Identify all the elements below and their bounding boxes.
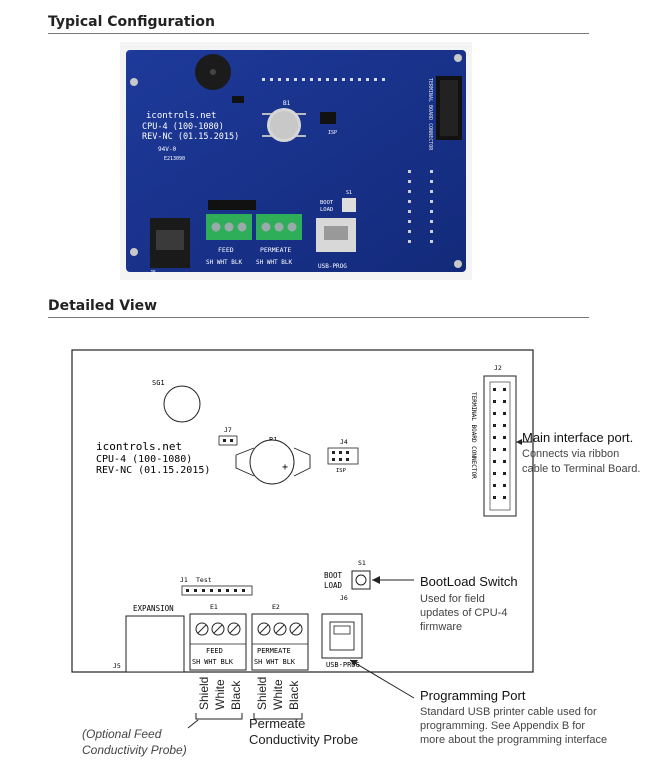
j6-label: J6 [340, 594, 348, 602]
photo-feed-wires: SH WHT BLK [206, 259, 243, 266]
feed-black-wire: Black [229, 680, 243, 710]
main-interface-title: Main interface port. [522, 430, 634, 445]
photo-rohs: 94V-0 [158, 146, 176, 153]
photo-model: CPU-4 (100-1080) [142, 122, 224, 132]
feed-label: FEED [206, 647, 223, 655]
permeate-bracket [253, 713, 303, 720]
bootload-body-2: updates of CPU-4 [420, 607, 508, 619]
s1-label: S1 [358, 559, 366, 567]
expansion-port [125, 615, 185, 673]
permeate-shield-wire: Shield [255, 677, 269, 710]
detailed-view-heading: Detailed View [48, 298, 158, 314]
board-model: CPU-4 (100-1080) [96, 454, 192, 465]
board-brand: icontrols.net [96, 440, 182, 453]
photo-permeate: PERMEATE [260, 246, 291, 254]
permeate-probe: Permeate Conductivity Probe [249, 716, 358, 748]
detailed-diagram: SG1 icontrols.net CPU-4 (100-1080) REV-N… [71, 349, 534, 729]
sg1-label: SG1 [152, 379, 165, 387]
bootload-switch [351, 570, 371, 590]
j1-test-header [181, 585, 253, 596]
sg1-buzzer [163, 385, 201, 423]
board-rev: REV-NC (01.15.2015) [96, 465, 210, 476]
j4-isp-header [327, 447, 359, 465]
photo-j5: J5 [150, 270, 156, 276]
programming-port-title: Programming Port [420, 688, 526, 703]
test-label: Test [196, 576, 212, 584]
permeate-probe-line-1: Permeate [249, 716, 306, 731]
j5-label: J5 [113, 662, 121, 670]
j7-header [218, 435, 238, 446]
photo-feed: FEED [218, 246, 234, 254]
battery-plus: + [282, 462, 288, 473]
feed-shield-wire: Shield [197, 677, 211, 710]
permeate-probe-line-2: Conductivity Probe [249, 732, 359, 747]
programming-port-leader [349, 659, 415, 699]
e1-label: E1 [210, 603, 218, 611]
photo-code: E213090 [164, 156, 185, 162]
board-photo: TERMINAL BOARD CONNECTOR icontrols.net C… [120, 42, 472, 280]
photo-permeate-wires: SH WHT BLK [256, 259, 293, 266]
optional-feed-probe-line-2: Conductivity Probe) [82, 743, 187, 757]
j4-label: J4 [340, 438, 348, 446]
feed-wires-label: SH WHT BLK [192, 658, 234, 666]
programming-port-body-3: more about the programming interface [420, 734, 608, 746]
photo-rev: REV-NC (01.15.2015) [142, 132, 239, 142]
photo-brand: icontrols.net [146, 111, 216, 121]
heading-rule-top [48, 33, 589, 34]
boot-label: BOOT [324, 571, 343, 580]
j1-label: J1 [180, 576, 188, 584]
main-interface-body-1: Connects via ribbon [522, 448, 620, 460]
e2-label: E2 [272, 603, 280, 611]
load-label: LOAD [324, 581, 343, 590]
feed-white-wire: White [213, 679, 227, 710]
photo-terminal-label: TERMINAL BOARD CONNECTOR [427, 78, 433, 151]
j2-label: J2 [494, 364, 502, 372]
photo-b1: B1 [283, 100, 291, 107]
permeate-wires-label: SH WHT BLK [254, 658, 296, 666]
optional-feed-probe-line-1: (Optional Feed [82, 727, 162, 741]
permeate-white-wire: White [271, 679, 285, 710]
photo-s1: S1 [346, 190, 352, 196]
programming-port-body-2: programming. See Appendix B for [420, 720, 586, 732]
programming-port-body-1: Standard USB printer cable used for [420, 706, 597, 718]
photo-boot: BOOT [320, 200, 334, 206]
b1-battery [249, 439, 295, 485]
feed-bracket [195, 713, 243, 720]
expansion-label: EXPANSION [133, 604, 174, 613]
isp-label: ISP [336, 468, 347, 474]
optional-feed-probe: (Optional Feed Conductivity Probe) [82, 726, 187, 758]
typical-configuration-heading: Typical Configuration [48, 14, 215, 30]
j7-label: J7 [224, 426, 232, 434]
heading-rule-detailed [48, 317, 589, 318]
main-interface-body-2: cable to Terminal Board. [522, 463, 641, 475]
bootload-title: BootLoad Switch [420, 574, 518, 589]
j2-connector [483, 375, 517, 517]
bootload-body-1: Used for field [420, 593, 485, 605]
bootload-body-3: firmware [420, 621, 463, 633]
permeate-label: PERMEATE [257, 647, 291, 655]
usb-prog-label: USB-PROG [326, 661, 360, 669]
photo-usb: USB-PROG [318, 263, 347, 270]
photo-isp: ISP [328, 130, 337, 136]
terminal-board-connector-label: TERMINAL BOARD CONNECTOR [470, 392, 477, 479]
photo-load: LOAD [320, 207, 333, 213]
permeate-black-wire: Black [287, 680, 301, 710]
